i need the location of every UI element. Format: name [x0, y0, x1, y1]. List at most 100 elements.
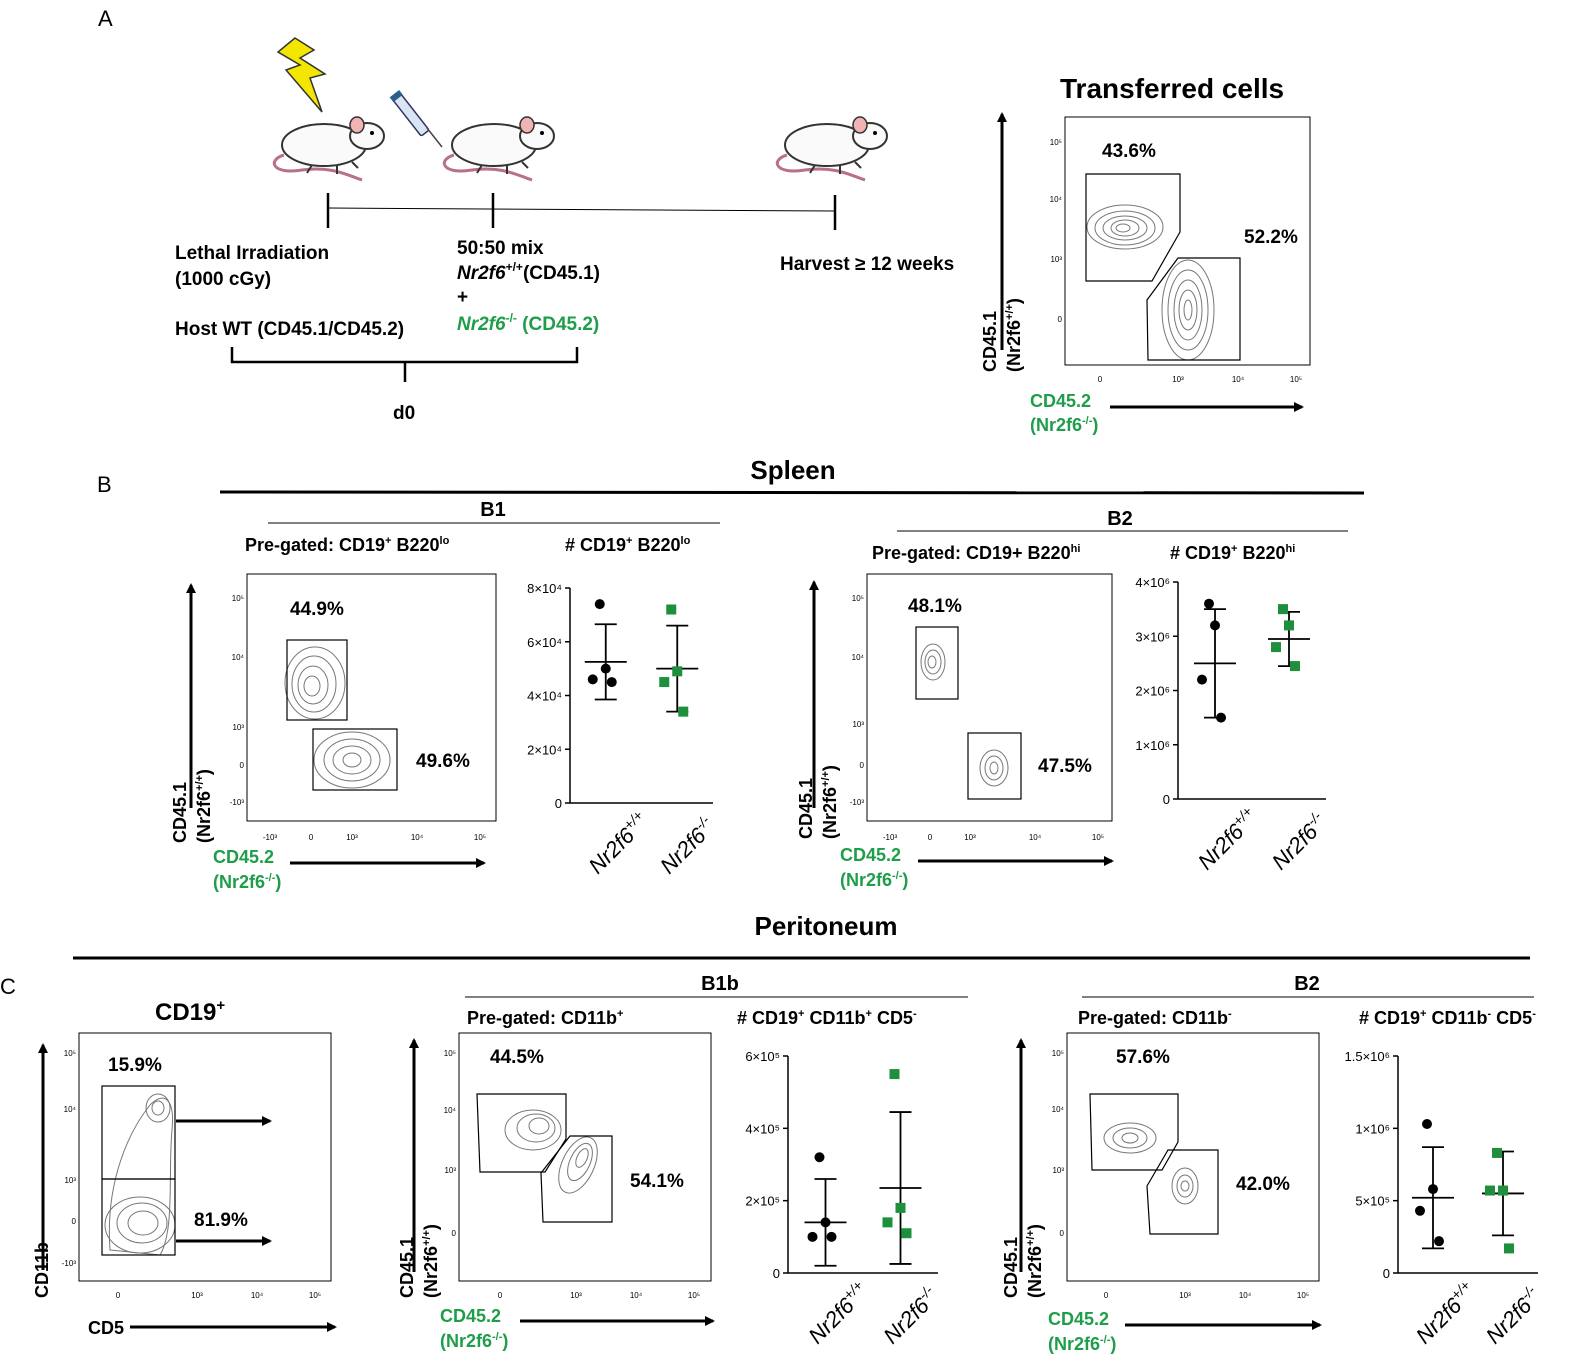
data-point: [814, 1152, 825, 1163]
y-tick-label: 0: [1383, 1266, 1390, 1281]
data-point: [895, 1202, 906, 1213]
y-tick-label: 0: [773, 1266, 780, 1281]
lightning-icon: [276, 37, 327, 113]
svg-text:0: 0: [1060, 1229, 1065, 1238]
svg-text:(Nr2f6-/-): (Nr2f6-/-): [440, 1331, 508, 1351]
y-tick-label: 2×10⁶: [1135, 684, 1170, 699]
svg-text:(Nr2f6+/+): (Nr2f6+/+): [194, 769, 214, 843]
x-category-label: Nr2f6+/+: [582, 807, 653, 878]
pb2-pregate: Pre-gated: CD11b-: [1078, 1008, 1232, 1028]
data-point: [659, 677, 670, 688]
svg-text:10⁴: 10⁴: [232, 653, 245, 662]
svg-text:10⁴: 10⁴: [444, 1106, 457, 1115]
panel-label-b: B: [97, 472, 112, 497]
svg-text:10⁴: 10⁴: [1232, 375, 1245, 384]
data-point: [1284, 620, 1294, 631]
y-tick-label: 6×10⁵: [745, 1049, 780, 1064]
data-point: [606, 677, 617, 688]
y-tick-label: 1.5×10⁶: [1345, 1049, 1390, 1064]
svg-text:10⁴: 10⁴: [1029, 833, 1042, 842]
svg-text:10⁵: 10⁵: [1052, 1049, 1064, 1058]
svg-text:CD45.2: CD45.2: [440, 1306, 501, 1326]
svg-text:10⁵: 10⁵: [852, 594, 864, 603]
x-category-label: Nr2f6-/-: [1479, 1282, 1546, 1349]
transferred-pct-bottom: 52.2%: [1244, 227, 1298, 248]
svg-text:10⁴: 10⁴: [251, 1291, 264, 1300]
svg-text:CD5: CD5: [88, 1318, 124, 1338]
svg-text:CD45.2: CD45.2: [1048, 1309, 1109, 1329]
y-tick-label: 0: [1163, 792, 1170, 807]
b2-count-title: # CD19+ B220hi: [1170, 543, 1295, 563]
b1b-pregate: Pre-gated: CD11b+: [467, 1008, 623, 1028]
x-category-label: Nr2f6-/-: [877, 1282, 944, 1349]
y-tick-label: 8×10⁴: [527, 581, 562, 596]
svg-text:10³: 10³: [444, 1166, 456, 1175]
y-tick-label: 4×10⁶: [1135, 575, 1170, 590]
svg-text:44.9%: 44.9%: [290, 599, 344, 620]
data-point: [1485, 1185, 1495, 1196]
svg-text:(Nr2f6-/-): (Nr2f6-/-): [840, 870, 908, 890]
svg-text:CD45.1: CD45.1: [980, 311, 1000, 372]
data-point: [678, 706, 689, 717]
day-brace: [230, 347, 579, 382]
svg-text:10⁵: 10⁵: [309, 1291, 321, 1300]
svg-text:(Nr2f6-/-): (Nr2f6-/-): [1030, 415, 1098, 435]
b2-pregate: Pre-gated: CD19+ B220hi: [872, 543, 1080, 563]
svg-text:10⁴: 10⁴: [1050, 195, 1063, 204]
svg-text:44.5%: 44.5%: [490, 1047, 544, 1068]
svg-text:15.9%: 15.9%: [108, 1055, 162, 1076]
svg-text:CD45.2: CD45.2: [213, 847, 274, 867]
svg-text:10³: 10³: [1050, 255, 1062, 264]
svg-text:0: 0: [1098, 375, 1103, 384]
svg-text:(Nr2f6+/+): (Nr2f6+/+): [1025, 1224, 1045, 1298]
svg-text:0: 0: [928, 833, 933, 842]
data-point: [1216, 712, 1226, 723]
data-point: [1271, 642, 1281, 653]
y-tick-label: 2×10⁴: [527, 742, 562, 757]
svg-text:(Nr2f6+/+): (Nr2f6+/+): [421, 1224, 441, 1298]
data-point: [666, 604, 677, 615]
svg-text:10³: 10³: [232, 723, 244, 732]
b1-flow-plot: 10⁵ 10⁴ 10³ 0 -10³ -10³ 0 10³ 10⁴ 10⁵ 44…: [170, 573, 497, 892]
b1b-title: B1b: [701, 973, 739, 995]
data-point: [672, 666, 683, 677]
svg-text:-10³: -10³: [230, 798, 245, 807]
svg-text:10⁴: 10⁴: [1052, 1105, 1065, 1114]
svg-text:0: 0: [72, 1217, 77, 1226]
mouse-harvest-icon: [775, 116, 888, 182]
b2-flow-plot: 10⁵ 10⁴ 10³ 0 -10³ -10³ 0 10³ 10⁴ 10⁵ 48…: [796, 573, 1114, 890]
svg-text:(Nr2f6-/-): (Nr2f6-/-): [1048, 1334, 1116, 1354]
x-category-label: Nr2f6-/-: [1265, 808, 1332, 875]
svg-text:-10³: -10³: [62, 1259, 77, 1268]
svg-text:CD11b: CD11b: [32, 1242, 52, 1298]
svg-text:-10³: -10³: [850, 798, 865, 807]
transferred-plot: 10⁵ 10⁴ 10³ 0 0 10³ 10⁴ 10⁵ 43.6% 52.2% …: [980, 112, 1311, 435]
x-category-label: Nr2f6+/+: [1409, 1277, 1480, 1348]
data-point: [889, 1069, 900, 1080]
host-label: Host WT (CD45.1/CD45.2): [175, 319, 404, 340]
data-point: [1498, 1185, 1508, 1196]
svg-text:49.6%: 49.6%: [416, 751, 470, 772]
svg-text:10³: 10³: [1179, 1291, 1191, 1300]
data-point: [600, 663, 611, 674]
b1b-count-title: # CD19+ CD11b+ CD5-: [737, 1008, 917, 1028]
svg-text:0: 0: [116, 1291, 121, 1300]
x-category-label: Nr2f6+/+: [1191, 803, 1262, 874]
data-point: [807, 1231, 818, 1242]
svg-text:10⁴: 10⁴: [64, 1105, 77, 1114]
svg-text:10⁵: 10⁵: [1050, 138, 1062, 147]
y-tick-label: 4×10⁴: [527, 689, 562, 704]
data-point: [820, 1217, 831, 1228]
y-tick-label: 0: [555, 796, 562, 811]
svg-text:10³: 10³: [570, 1291, 582, 1300]
svg-text:10³: 10³: [964, 833, 976, 842]
svg-text:10³: 10³: [64, 1176, 76, 1185]
data-point: [1428, 1184, 1438, 1195]
panel-label-c: C: [0, 974, 16, 999]
svg-text:0: 0: [860, 761, 865, 770]
data-point: [1492, 1147, 1502, 1158]
svg-text:0: 0: [309, 833, 314, 842]
